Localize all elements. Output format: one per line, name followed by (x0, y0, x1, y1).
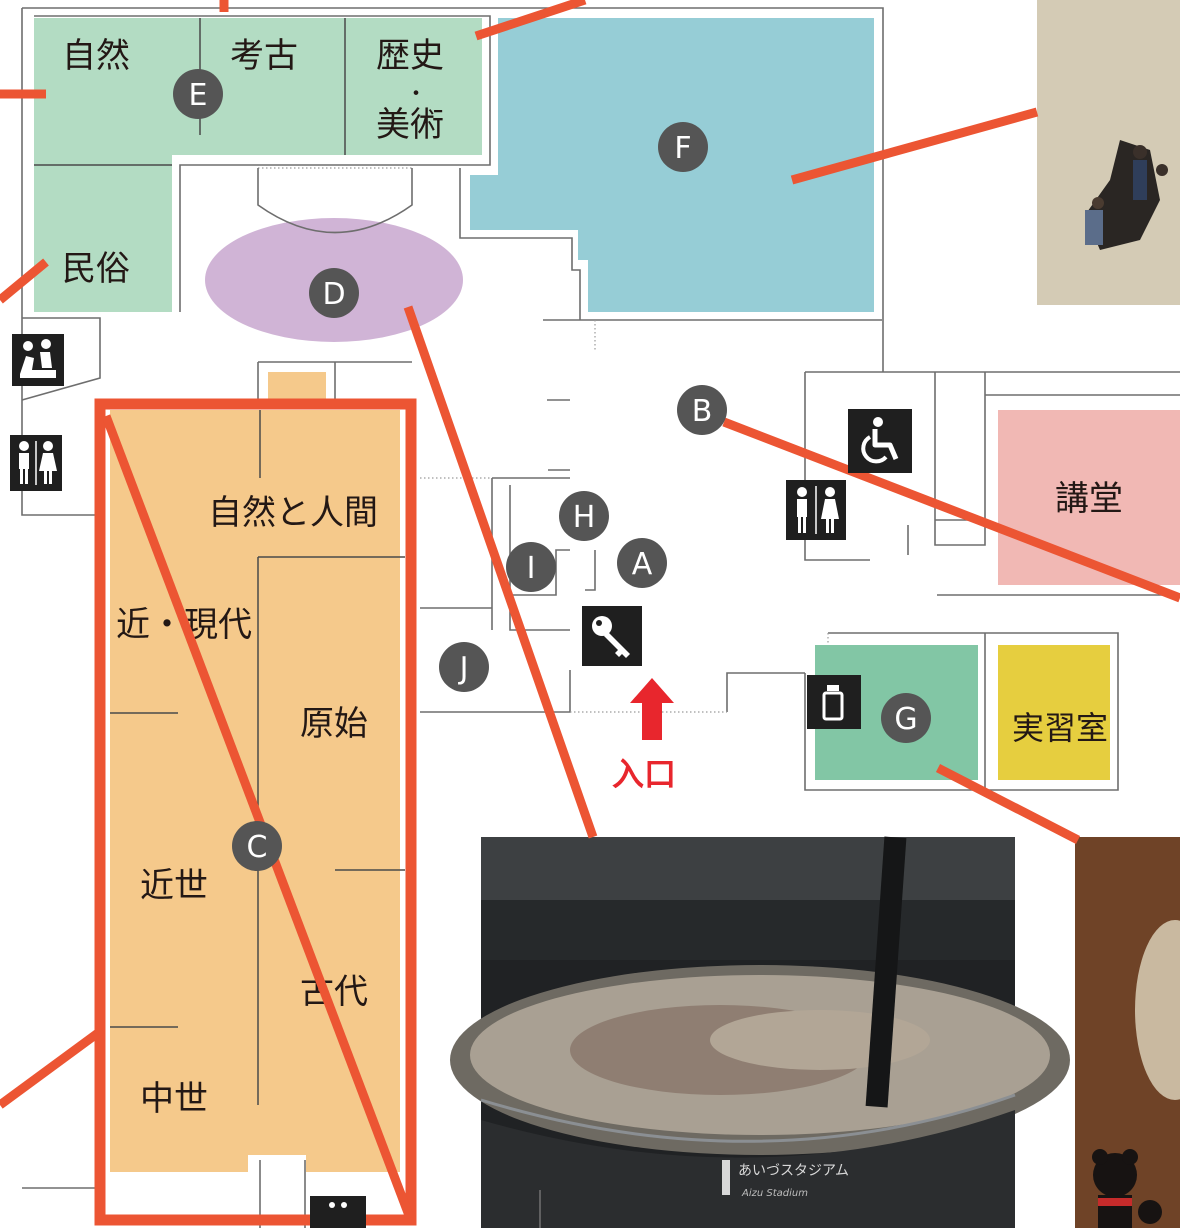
marker-c-label: C (247, 830, 268, 865)
entrance-arrow-icon (630, 678, 674, 740)
room-label-jisshushitsu: 実習室 (1012, 709, 1108, 747)
green-exhibit-rooms: 自然 考古 歴史 ・ 美術 民俗 (34, 18, 482, 312)
diorama-photo: あいづスタジアム Aizu Stadium (450, 836, 1070, 1228)
marker-h-label: H (573, 500, 596, 535)
lecture-hall: 講堂 (998, 410, 1180, 585)
marker-j[interactable]: J (439, 642, 489, 692)
mascot-photo (1075, 837, 1180, 1228)
entrance-label: 入口 (612, 755, 676, 793)
marker-i[interactable]: I (506, 542, 556, 592)
diorama-subcaption: Aizu Stadium (741, 1188, 808, 1199)
entrance-marker[interactable]: 入口 (612, 678, 676, 793)
marker-g[interactable]: G (881, 693, 931, 743)
room-label-minzoku: 民俗 (62, 249, 130, 289)
marker-f-label: F (674, 131, 691, 166)
marker-f[interactable]: F (658, 122, 708, 172)
marker-j-label: J (458, 651, 469, 686)
marker-i-label: I (527, 551, 536, 586)
diorama-caption: あいづスタジアム (738, 1163, 849, 1179)
highlight-frame (94, 398, 417, 1226)
restroom-icon (10, 435, 62, 491)
room-label-kinsei: 近世 (140, 866, 208, 906)
room-label-shizen-to-ningen: 自然と人間 (208, 493, 378, 533)
locker-key-icon (582, 606, 642, 666)
marker-d-label: D (322, 277, 345, 312)
room-label-bijutsu: 美術 (376, 105, 444, 145)
marker-b-label: B (692, 394, 713, 429)
room-label-chusei: 中世 (140, 1079, 208, 1119)
room-label-shizen: 自然 (62, 36, 130, 76)
restroom-icon (786, 480, 846, 540)
marker-b[interactable]: B (677, 385, 727, 435)
scroll-painting-photo (1037, 0, 1180, 305)
orange-exhibit-rooms: 自然と人間 近・現代 原始 近世 古代 中世 (110, 372, 405, 1172)
elevator-icon (310, 1196, 366, 1228)
room-label-rekishi: 歴史 (376, 36, 444, 76)
wheelchair-icon (848, 409, 912, 473)
marker-h[interactable]: H (559, 491, 609, 541)
room-label-genshi: 原始 (300, 704, 368, 744)
room-label-koudou: 講堂 (1055, 479, 1123, 519)
drinking-water-icon (807, 675, 861, 729)
marker-a[interactable]: A (617, 538, 667, 588)
practice-room: 実習室 (998, 645, 1110, 780)
marker-c[interactable]: C (232, 821, 282, 871)
marker-e-label: E (189, 78, 208, 113)
room-label-kouko: 考古 (230, 36, 298, 76)
marker-d[interactable]: D (309, 268, 359, 318)
room-label-dot: ・ (405, 82, 427, 107)
marker-g-label: G (894, 702, 917, 737)
marker-e[interactable]: E (173, 69, 223, 119)
marker-a-label: A (632, 547, 653, 582)
nursing-room-icon (12, 334, 64, 386)
